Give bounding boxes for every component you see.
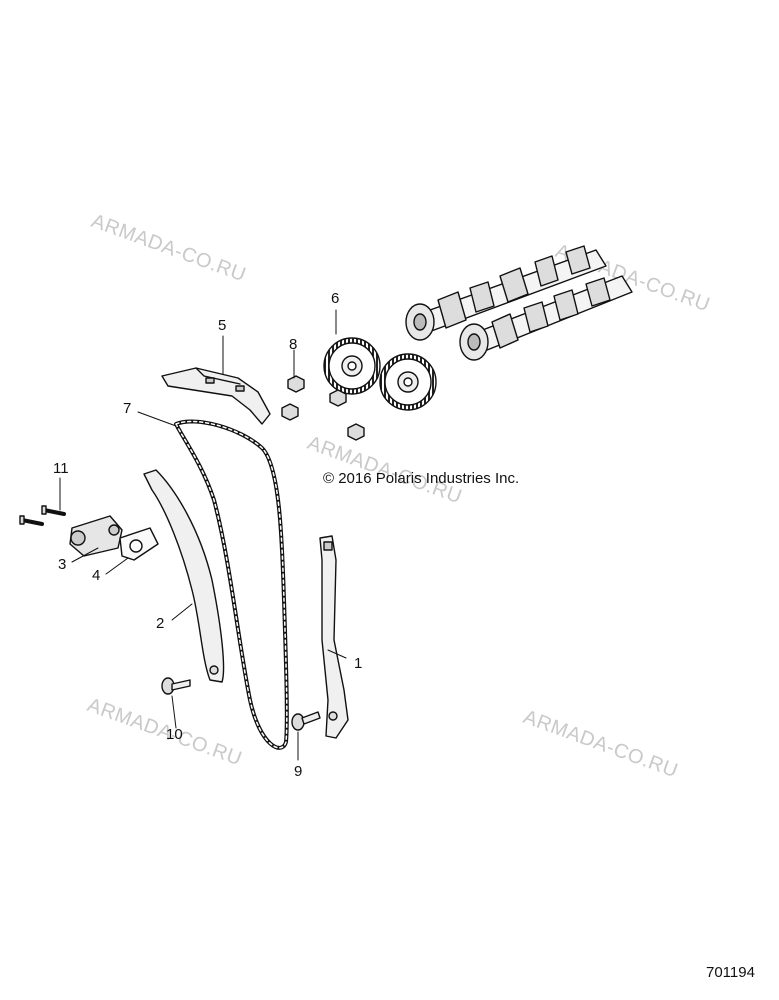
callout-8: 8 [289,336,298,353]
cam-sprocket-exhaust [379,353,437,411]
fixed-chain-guide [319,535,349,739]
callout-10: 10 [166,726,183,743]
cam-chain [174,419,289,750]
camshaft-exhaust [459,275,633,361]
copyright-text: © 2016 Polaris Industries Inc. [323,470,520,487]
upper-chain-guide [161,367,271,425]
guide-bolt [291,711,321,731]
callout-9: 9 [294,763,303,780]
tensioner-bolt [19,505,66,526]
cam-sprocket-intake [323,337,381,395]
camshaft-intake [405,245,607,341]
guide-pivot-bolt [161,677,191,695]
callout-3: 3 [58,556,67,573]
callout-1: 1 [354,655,363,672]
callout-7: 7 [123,400,132,417]
callout-4: 4 [92,567,101,584]
callout-5: 5 [218,317,227,334]
callout-11: 11 [53,460,69,477]
tensioner-chain-guide [143,469,225,683]
chain-tensioner [69,515,123,557]
callout-2: 2 [156,615,165,632]
leader-lines [59,309,347,761]
drawing-number: 701194 [706,964,755,981]
sprocket-bolt [281,375,365,441]
callout-6: 6 [331,290,340,307]
tensioner-gasket [119,527,159,561]
